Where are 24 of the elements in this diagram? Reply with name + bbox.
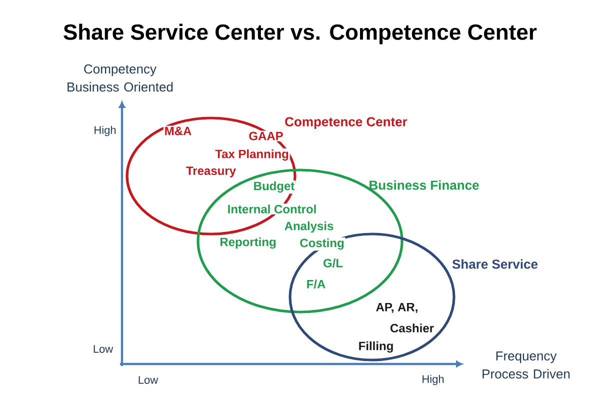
axis-tick-label: Low xyxy=(138,376,158,384)
axis-tick-label: High xyxy=(94,126,116,136)
item-label: GAAP xyxy=(248,130,284,142)
item-label: Cashier xyxy=(389,322,436,334)
axis-tick-label: Low xyxy=(94,345,114,353)
title: Share Service Center vs. Competence Center xyxy=(64,24,537,44)
item-label: Analysis xyxy=(283,220,335,234)
item-label: Budget xyxy=(252,180,296,194)
axis-title: Competency Business Oriented xyxy=(68,64,173,92)
item-label: AP, AR, xyxy=(374,302,420,314)
item-label: Treasury xyxy=(184,166,238,178)
item-label: Internal Control xyxy=(226,204,318,214)
item-label: G/L xyxy=(322,258,344,268)
circle-heading: Share Service xyxy=(452,259,538,269)
item-label: Costing xyxy=(298,237,346,251)
item-label: F/A xyxy=(305,278,327,290)
item-label: Reporting xyxy=(218,236,278,250)
item-label: Filling xyxy=(357,340,395,354)
circle-heading: Competence Center xyxy=(285,117,408,129)
item-label: Tax Planning xyxy=(214,148,290,162)
axis-tick-label: High xyxy=(422,374,444,386)
circle-heading: Business Finance xyxy=(370,180,479,190)
item-label: M&A xyxy=(163,126,193,136)
axis-title: Frequency Process Driven xyxy=(482,351,570,379)
